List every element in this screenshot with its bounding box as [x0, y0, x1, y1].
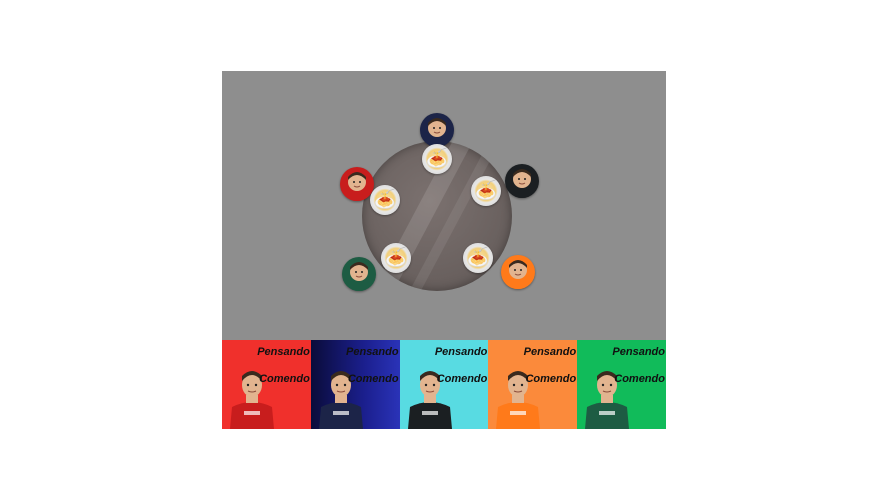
- seat-mclaren: [342, 257, 376, 291]
- spaghetti-icon: 🍝: [474, 180, 498, 201]
- status-eating: Comendo: [525, 373, 577, 385]
- spaghetti-icon: 🍝: [425, 148, 449, 169]
- spaghetti-plate: 🍝: [422, 144, 452, 174]
- driver-card-ferrari: Pensando Comendo: [222, 340, 311, 429]
- spaghetti-icon: 🍝: [373, 189, 397, 210]
- status-thinking: Pensando: [434, 346, 488, 358]
- seat-redbull: [420, 113, 454, 147]
- spaghetti-plate: 🍝: [381, 243, 411, 273]
- spaghetti-icon: 🍝: [466, 247, 490, 268]
- status-thinking: Pensando: [257, 346, 310, 358]
- status-eating: Comendo: [259, 373, 310, 385]
- spaghetti-icon: 🍝: [384, 247, 408, 268]
- driver-card-mercedes: Pensando Comendo: [399, 340, 489, 429]
- dining-area: 🍝 🍝 🍝 🍝 🍝: [222, 71, 666, 339]
- driver-portrait-icon: [406, 359, 454, 429]
- status-eating: Comendo: [436, 373, 488, 385]
- game-stage: 🍝 🍝 🍝 🍝 🍝 Pensando Comendo Pensando Come…: [222, 71, 666, 429]
- driver-card-astonmartin: Pensando Comendo: [577, 340, 666, 429]
- status-eating: Comendo: [614, 373, 665, 385]
- spaghetti-plate: 🍝: [463, 243, 493, 273]
- driver-portrait-icon: [317, 359, 365, 429]
- seat-ferrari: [340, 167, 374, 201]
- spaghetti-plate: 🍝: [471, 176, 501, 206]
- seat-mercedes: [505, 164, 539, 198]
- spaghetti-plate: 🍝: [370, 185, 400, 215]
- status-thinking: Pensando: [346, 346, 399, 358]
- status-thinking: Pensando: [523, 346, 577, 358]
- driver-portrait-icon: [583, 359, 631, 429]
- driver-portrait-icon: [494, 359, 542, 429]
- driver-portrait-icon: [228, 359, 276, 429]
- philosopher-cards: Pensando Comendo Pensando Comendo Pensan…: [222, 340, 666, 429]
- status-thinking: Pensando: [612, 346, 665, 358]
- seat-astonmartin: [501, 255, 535, 289]
- driver-card-mclaren: Pensando Comendo: [488, 340, 578, 429]
- driver-card-redbull: Pensando Comendo: [310, 340, 400, 429]
- status-eating: Comendo: [347, 373, 399, 385]
